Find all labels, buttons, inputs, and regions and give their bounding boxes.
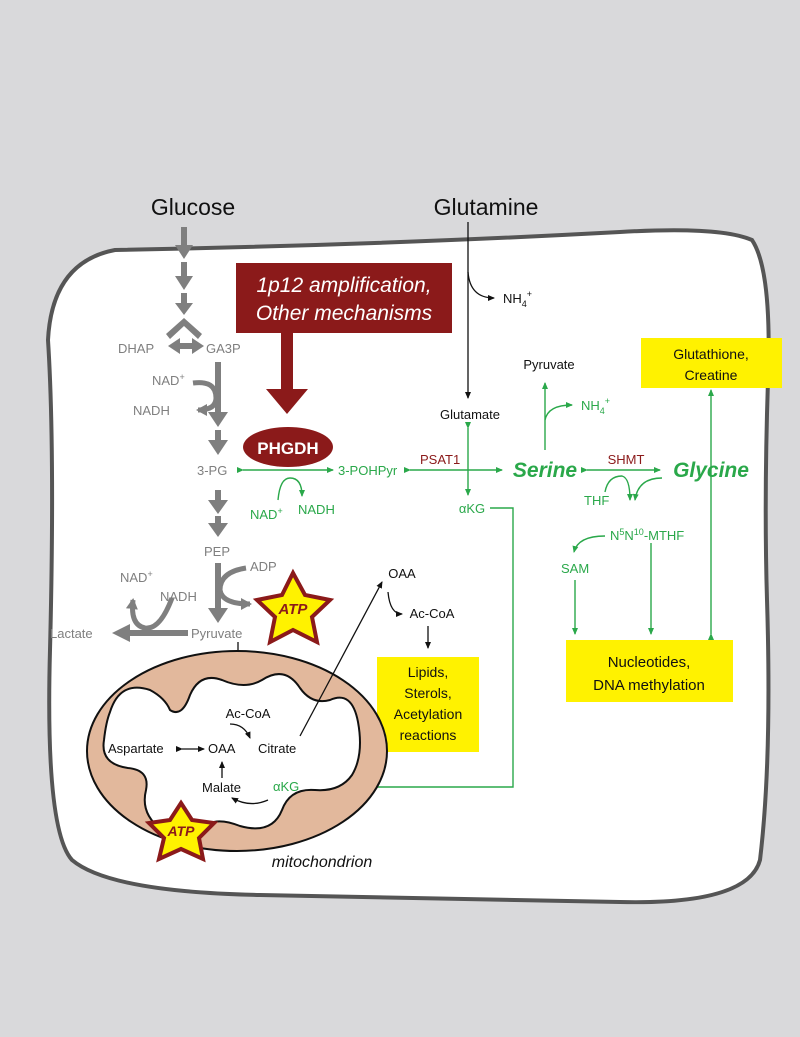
- cytosol-oaa-label: OAA: [388, 566, 416, 581]
- glutathione-text-2: Creatine: [685, 367, 738, 383]
- nucleotides-text-1: Nucleotides,: [608, 654, 691, 671]
- svg-text:NH4+: NH4+: [503, 289, 532, 309]
- adp-label: ADP: [250, 559, 277, 574]
- lipids-text-1: Lipids,: [408, 664, 448, 680]
- lipids-text-2: Sterols,: [404, 685, 451, 701]
- nad-label: NAD: [152, 373, 179, 388]
- glycolysis-arrows: [112, 227, 228, 642]
- mito-citrate-label: Citrate: [258, 741, 296, 756]
- mitochondrion-inner: [102, 673, 361, 840]
- nad-arc-1: [192, 380, 219, 416]
- atp-star-mito: [144, 799, 219, 863]
- serine-pathway-lines: [237, 382, 714, 790]
- glutamate-label: Glutamate: [440, 407, 500, 422]
- nadh-label: NADH: [133, 403, 170, 418]
- adp-arc: [217, 565, 252, 610]
- regulation-line-1: 1p12 amplification,: [256, 274, 431, 297]
- lactate-label: Lactate: [50, 626, 93, 641]
- pyruvate-label: Pyruvate: [191, 626, 242, 641]
- serine-pyruvate-label: Pyruvate: [523, 357, 574, 372]
- serine-nh4-label: NH: [581, 398, 600, 413]
- sam-label: SAM: [561, 561, 589, 576]
- pep-label: PEP: [204, 544, 230, 559]
- svg-text:NAD+: NAD+: [152, 372, 185, 388]
- thf-label: THF: [584, 493, 609, 508]
- cytosol-accoa-label: Ac-CoA: [410, 606, 455, 621]
- glucose-label: Glucose: [151, 194, 235, 220]
- mito-oaa-label: OAA: [208, 741, 236, 756]
- serine-nad-label: NAD: [250, 507, 277, 522]
- lactate-nad-label: NAD: [120, 570, 147, 585]
- mthf-label: N: [610, 528, 619, 543]
- serine-label: Serine: [513, 459, 578, 482]
- serine-nadh-label: NADH: [298, 502, 335, 517]
- mito-arrows: [176, 581, 383, 805]
- lipids-text-4: reactions: [400, 727, 457, 743]
- ga3p-label: GA3P: [206, 341, 241, 356]
- mito-accoa-label: Ac-CoA: [226, 706, 271, 721]
- phgdh-label: PHGDH: [257, 439, 318, 458]
- nucleotides-text-2: DNA methylation: [593, 677, 705, 694]
- atp-label-cytosol: ATP: [278, 601, 309, 618]
- mito-malate-label: Malate: [202, 780, 241, 795]
- glutathione-box: [641, 338, 782, 388]
- atp-label-mito: ATP: [167, 823, 196, 839]
- mito-akg-label: αKG: [273, 779, 299, 794]
- shmt-label: SHMT: [608, 452, 645, 467]
- atp-star-cytosol: [252, 568, 335, 646]
- svg-text:NAD+: NAD+: [120, 569, 153, 585]
- svg-text:N5N10-MTHF: N5N10-MTHF: [610, 527, 684, 543]
- svg-text:NH4+: NH4+: [581, 396, 610, 416]
- akg-label: αKG: [459, 501, 485, 516]
- lipids-box: [377, 657, 479, 752]
- glutathione-text-1: Glutathione,: [673, 346, 749, 362]
- nucleotides-box: [566, 640, 733, 702]
- mito-aspartate-label: Aspartate: [108, 741, 164, 756]
- pg3-label: 3-PG: [197, 463, 227, 478]
- lipids-text-3: Acetylation: [394, 706, 462, 722]
- phgdh-oval: [243, 427, 333, 467]
- lactate-nadh-label: NADH: [160, 589, 197, 604]
- regulation-box: [236, 263, 452, 333]
- glycine-label: Glycine: [673, 459, 749, 482]
- svg-text:NAD+: NAD+: [250, 506, 283, 522]
- dhap-label: DHAP: [118, 341, 154, 356]
- pohpyr-label: 3-POHPyr: [338, 463, 398, 478]
- regulation-line-2: Other mechanisms: [256, 302, 433, 325]
- lactate-nad-arc: [125, 597, 175, 631]
- glutamine-nh4-label: NH: [503, 291, 522, 306]
- mitochondrion-label: mitochondrion: [272, 854, 373, 871]
- psat1-label: PSAT1: [420, 452, 460, 467]
- glutamine-label: Glutamine: [434, 194, 539, 220]
